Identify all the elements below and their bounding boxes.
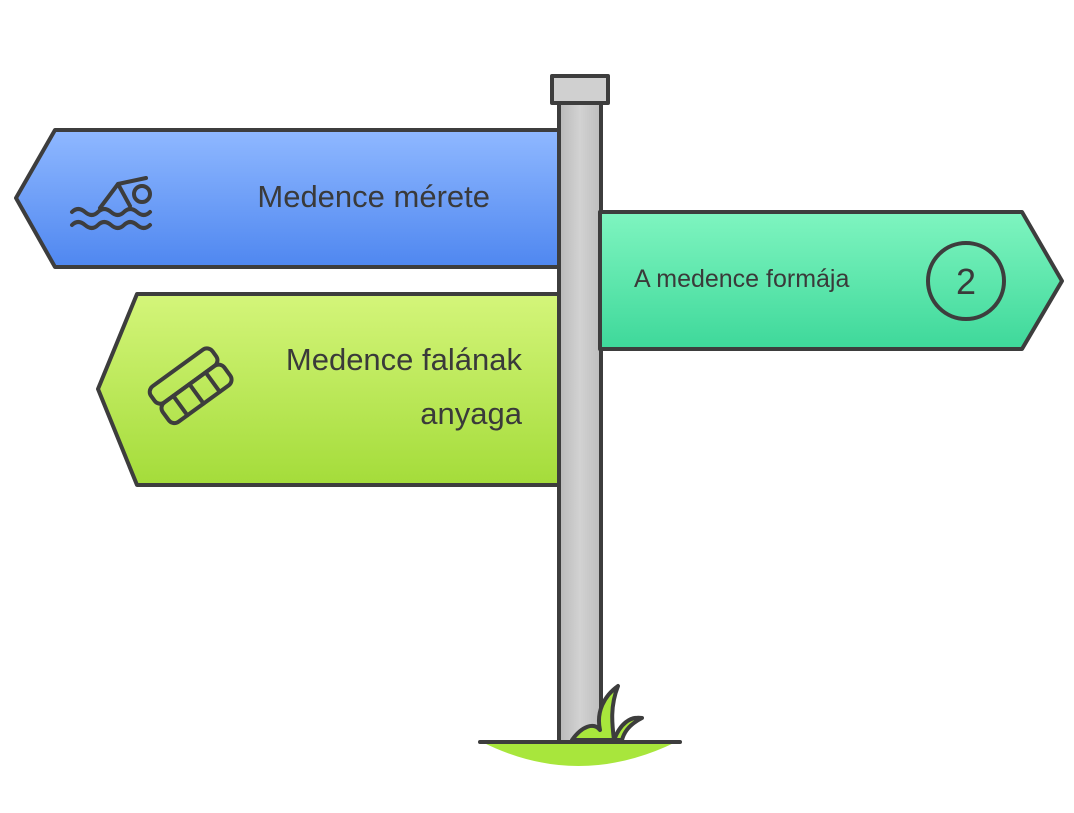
sign-label-shape: A medence formája — [634, 265, 849, 293]
sign-label-wall-line1: Medence falának — [286, 342, 523, 377]
sign-label-size: Medence mérete — [257, 179, 490, 214]
number-badge: 2 — [926, 241, 1006, 321]
sign-medence-formaja: A medence formája 2 — [598, 210, 1064, 351]
brush-icon — [147, 346, 234, 426]
sign-medence-falanak-anyaga: Medence falának anyaga — [96, 292, 562, 487]
sign-medence-merete: Medence mérete — [14, 128, 562, 269]
grass-tuft — [570, 684, 644, 742]
badge-number: 2 — [956, 261, 976, 302]
swimmer-icon — [70, 176, 152, 230]
ground — [478, 740, 682, 766]
sign-label-wall-line2: anyaga — [420, 396, 522, 431]
signpost-pole — [550, 74, 610, 744]
